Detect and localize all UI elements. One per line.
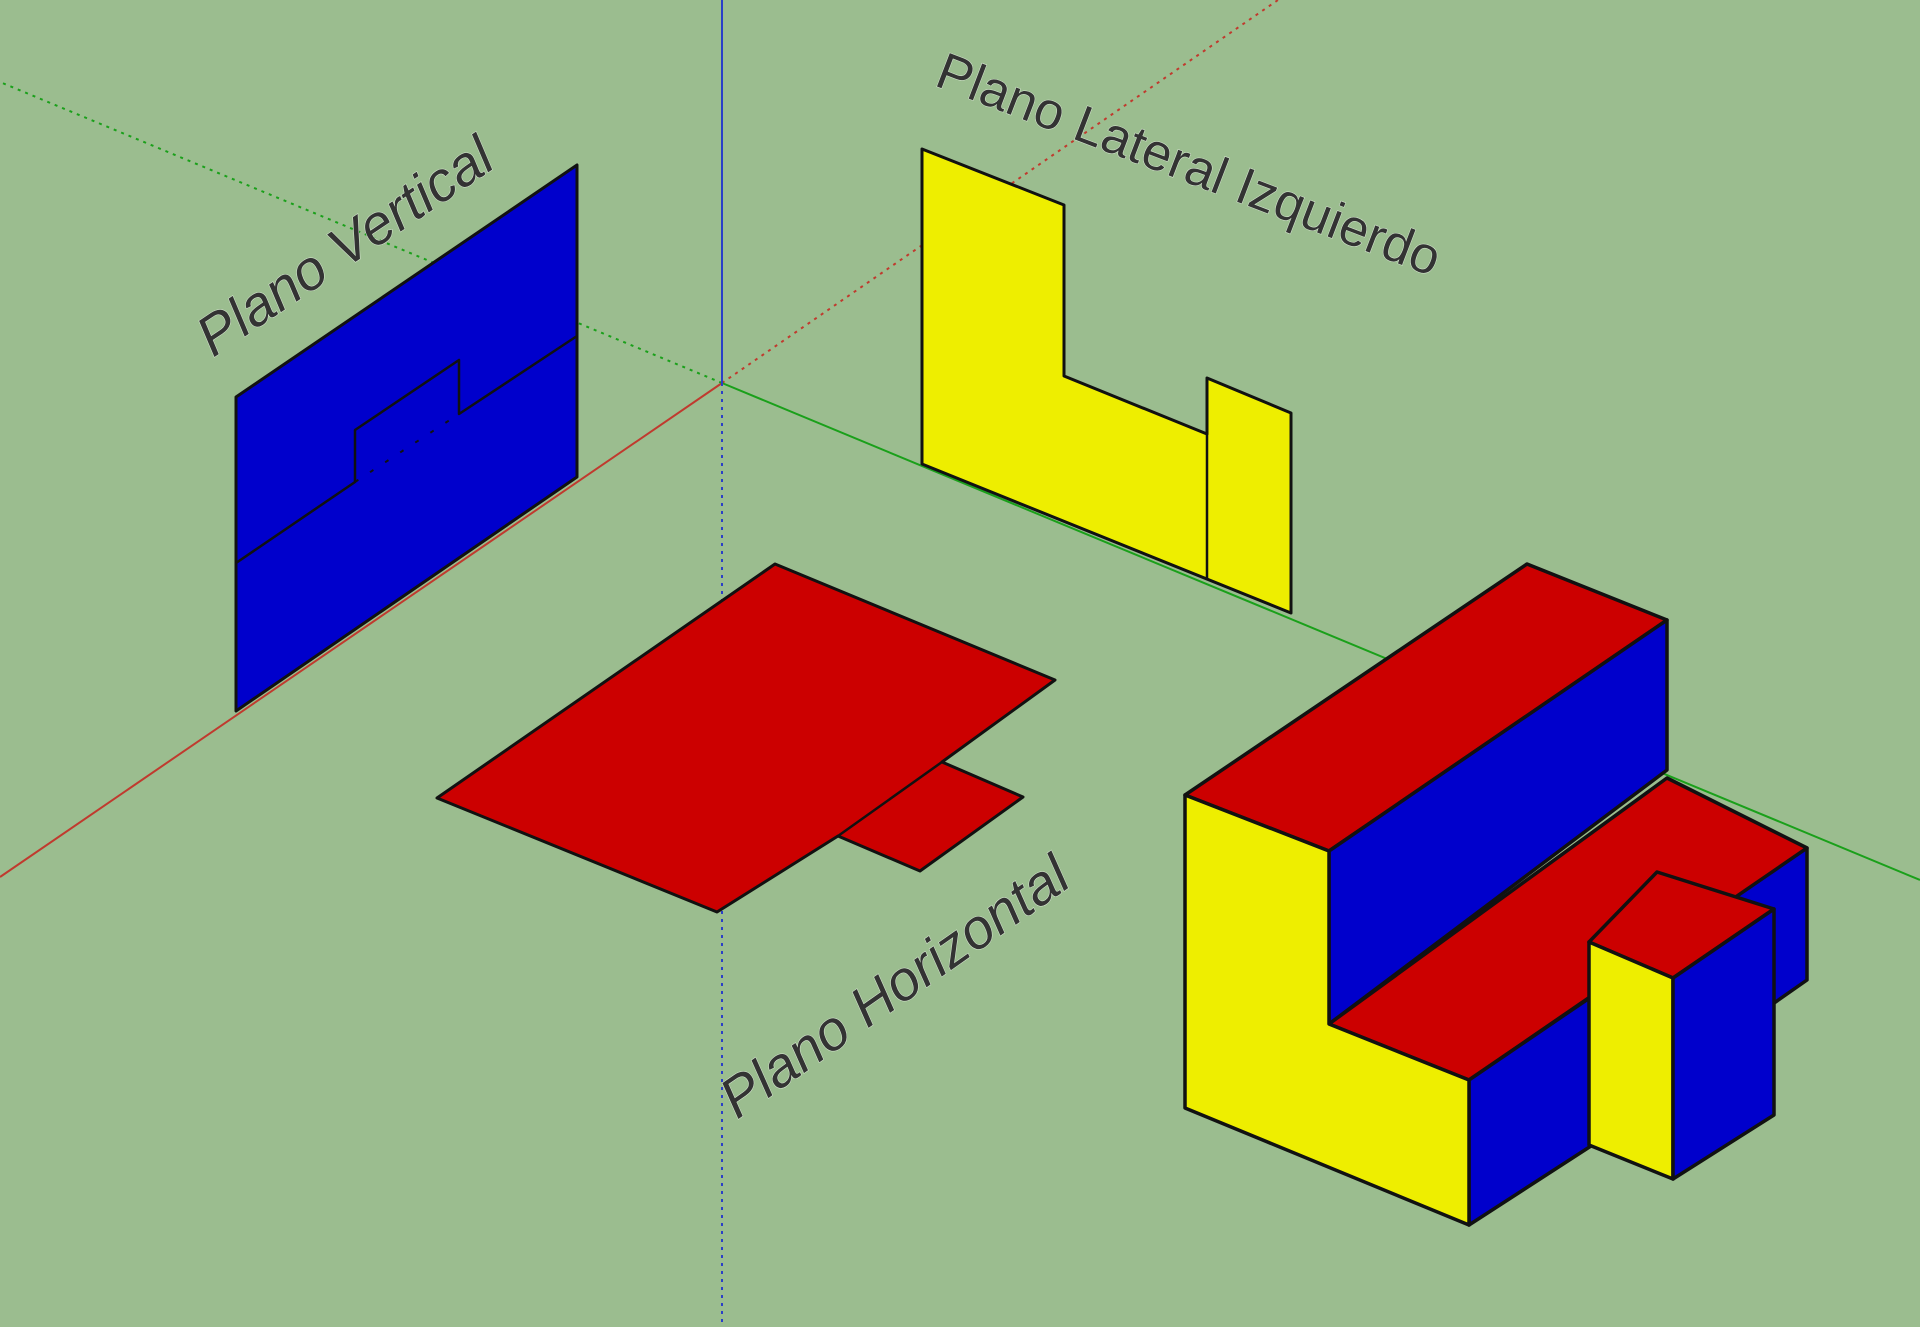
horizontal-plane [435, 562, 1057, 914]
solid-small-block-front [1587, 940, 1675, 1181]
vertical-plane-face [234, 163, 579, 713]
lateral-plane [920, 147, 1293, 615]
solid-small-block-side [1671, 907, 1776, 1181]
vertical-plane-edge-line [235, 334, 578, 565]
lateral-plane-face [920, 147, 1293, 615]
horizontal-plane-face [435, 562, 1057, 914]
solid-front-yellow [1183, 793, 1471, 1227]
red-axis-solid [0, 382, 723, 878]
vertical-plane-hidden-line [354, 413, 460, 483]
horizontal-plane-edge-line [837, 760, 943, 838]
isometric-solid [1183, 562, 1809, 1227]
vertical-plane [234, 163, 579, 713]
green-axis-dotted [0, 81, 723, 384]
green-axis-solid [721, 382, 1920, 881]
